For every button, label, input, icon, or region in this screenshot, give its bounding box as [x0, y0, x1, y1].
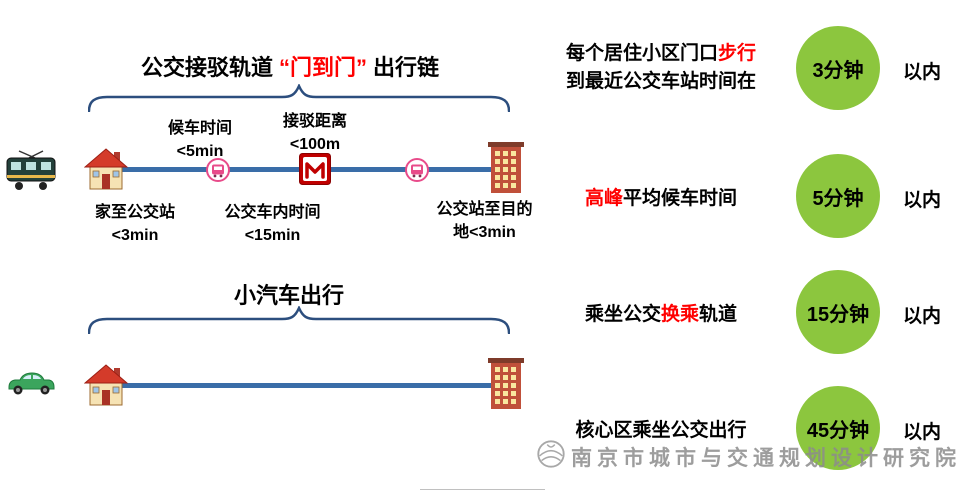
on-bus-time-value: <15min	[244, 227, 301, 244]
metric-transfer-within: 以内	[903, 306, 942, 327]
metric-core-area-circle: 45分钟	[796, 386, 880, 470]
connect-distance-label: 接驳距离 <100m	[260, 110, 370, 156]
transit-chain-title: 公交接驳轨道“门到门”出行链	[105, 50, 475, 82]
metric-peak-wait-text: 高峰平均候车时间	[584, 188, 738, 209]
metric-core-area-within: 以内	[903, 422, 942, 443]
metric-transfer-circle: 15分钟	[796, 270, 880, 354]
metric-core-area-text: 核心区乘坐公交出行	[575, 420, 747, 441]
car-timeline-line	[93, 383, 506, 388]
home-to-stop-label: 家至公交站 <3min	[75, 201, 195, 247]
metric-walk-line2: 到最近公交车站时间在	[565, 71, 756, 92]
metric-walk-time: 3分钟	[812, 59, 864, 82]
house-icon	[83, 148, 129, 195]
car-trip-title: 小汽车出行	[233, 283, 344, 308]
wait-time-value: <5min	[176, 143, 224, 160]
wait-time-title: 候车时间	[167, 120, 232, 137]
metric-core-area-time: 45分钟	[806, 419, 870, 442]
transit-chain-title-highlight: “门到门”	[278, 55, 367, 80]
tram-icon	[5, 149, 57, 196]
car-icon	[5, 369, 57, 402]
home-to-stop-value: <3min	[111, 227, 159, 244]
home-to-stop-title: 家至公交站	[94, 204, 175, 221]
stop-to-destination-line2: 地<3min	[453, 224, 516, 241]
watermark-text: 南京市城市与交通规划设计研究院	[571, 447, 959, 470]
metric-walk-circle: 3分钟	[796, 26, 880, 110]
stop-to-destination-label: 公交站至目的 地<3min	[412, 198, 557, 244]
metric-transfer-text: 乘坐公交换乘轨道	[584, 304, 738, 325]
metric-walk-line1: 每个居住小区门口步行	[565, 43, 757, 64]
stop-to-destination-line1: 公交站至目的	[436, 201, 533, 218]
brace-top-icon	[87, 82, 511, 117]
watermark-divider	[420, 489, 545, 490]
connect-distance-value: <100m	[289, 136, 341, 153]
metric-transfer-time: 15分钟	[806, 303, 870, 326]
bus-stop-icon	[206, 158, 230, 187]
watermark: 南京市城市与交通规划设计研究院	[535, 438, 959, 476]
metro-logo-icon	[299, 153, 331, 190]
on-bus-time-label: 公交车内时间 <15min	[200, 201, 345, 247]
metric-walk-within: 以内	[903, 62, 942, 83]
building-icon	[488, 357, 524, 414]
transit-chain-title-prefix: 公交接驳轨道	[140, 55, 273, 80]
metric-peak-wait-time: 5分钟	[812, 187, 864, 210]
metric-peak-wait-within: 以内	[903, 190, 942, 211]
brace-bottom-icon	[87, 304, 511, 339]
connect-distance-title: 接驳距离	[282, 113, 347, 130]
bus-stop-icon	[405, 158, 429, 187]
house-icon	[83, 364, 129, 411]
metric-walk-text: 每个居住小区门口步行 到最近公交车站时间在	[552, 40, 770, 96]
metric-peak-wait-circle: 5分钟	[796, 154, 880, 238]
building-icon	[488, 141, 524, 198]
transit-chain-title-suffix: 出行链	[373, 55, 440, 80]
on-bus-time-title: 公交车内时间	[224, 204, 321, 221]
institute-logo-icon	[535, 438, 567, 476]
wait-time-label: 候车时间 <5min	[145, 117, 255, 163]
